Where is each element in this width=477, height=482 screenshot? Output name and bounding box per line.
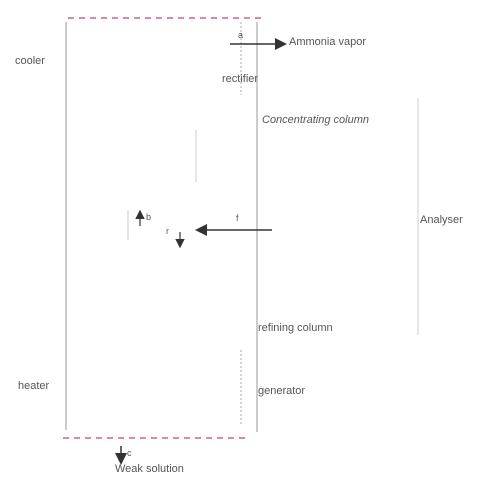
rectifier-label: rectifier xyxy=(222,73,259,85)
stream-a-label: a xyxy=(238,30,244,40)
stream-f-label: f xyxy=(236,213,239,223)
stream-b-label: b xyxy=(146,212,152,222)
heater-label: heater xyxy=(18,380,50,392)
generator-label: generator xyxy=(258,385,306,397)
refining-column-label: refining column xyxy=(258,322,333,334)
ammonia-vapor-label: Ammonia vapor xyxy=(289,36,367,48)
stream-c-label: c xyxy=(127,448,132,458)
cooler-label: cooler xyxy=(15,55,45,67)
stream-r-label: r xyxy=(166,226,169,236)
weak-solution-label: Weak solution xyxy=(115,463,184,475)
analyser-label: Analyser xyxy=(420,214,463,226)
concentrating-column-label: Concentrating column xyxy=(262,114,370,126)
